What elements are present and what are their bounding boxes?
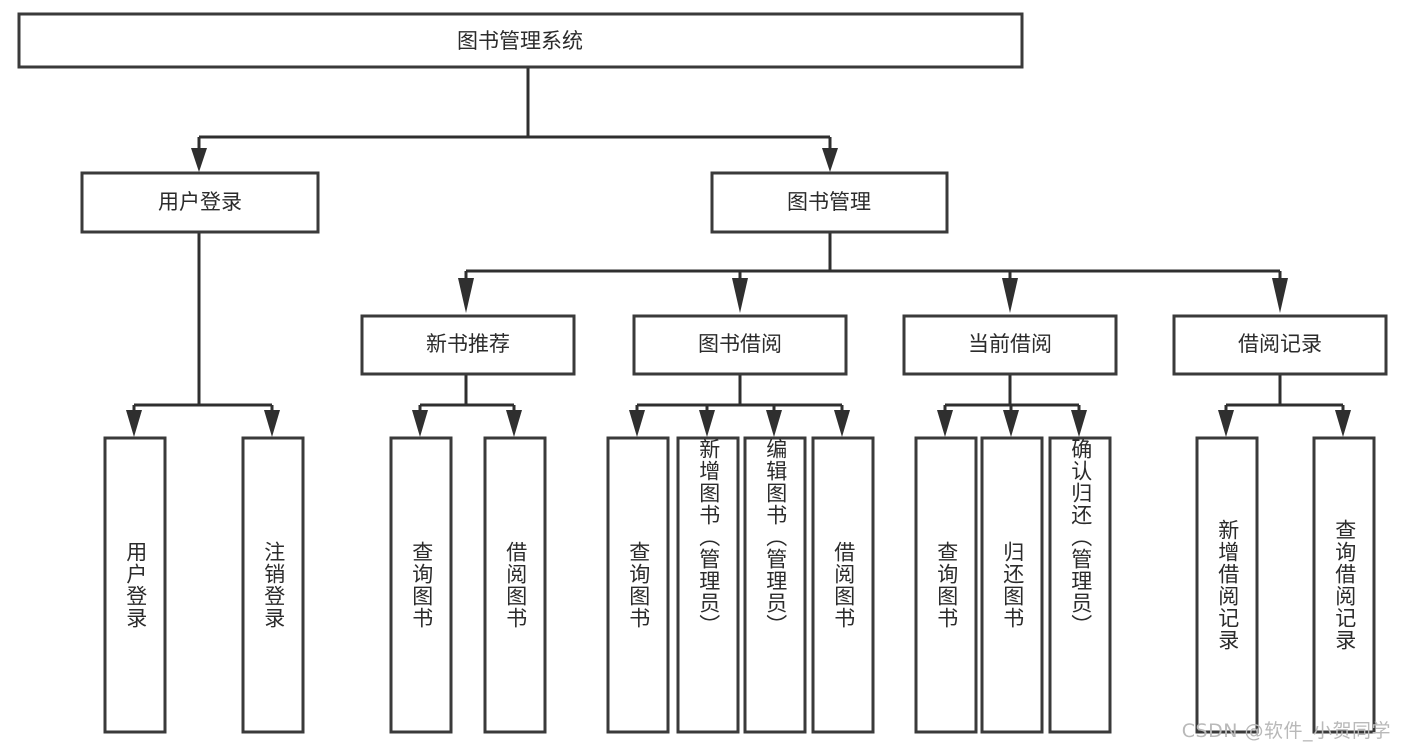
- arrow-head-leaf-borrow-book-a: [506, 410, 522, 437]
- node-borrow-record-label: 借阅记录: [1238, 332, 1322, 356]
- node-new-book-recommend-label: 新书推荐: [426, 332, 510, 356]
- leaf-box-query-book-borrow[interactable]: [606, 436, 670, 734]
- leaf-box-return-book[interactable]: [980, 436, 1044, 734]
- leaf-box-query-book-current[interactable]: [914, 436, 978, 734]
- arrow-head-leaf-query-book-a: [412, 410, 428, 437]
- arrow-head-book-borrow: [732, 278, 748, 313]
- leaf-box-query-borrow-record[interactable]: [1312, 436, 1376, 734]
- node-user-login[interactable]: 用户登录: [80, 171, 320, 234]
- leaf-box-borrow-book[interactable]: [811, 436, 875, 734]
- node-book-borrow-box[interactable]: [632, 314, 848, 376]
- arrow-head-leaf-query-book-c: [937, 410, 953, 437]
- arrow-head-leaf-add-record: [1218, 410, 1234, 437]
- leaf-box-query-book-rec[interactable]: [389, 436, 453, 734]
- node-user-login-box[interactable]: [80, 171, 320, 234]
- arrow-head-leaf-add-book: [699, 410, 715, 437]
- arrow-head-leaf-return-book: [1003, 410, 1019, 437]
- leaf-box-group: [103, 436, 1376, 734]
- leaf-box-user-login[interactable]: [103, 436, 167, 734]
- leaf-box-add-borrow-record[interactable]: [1195, 436, 1259, 734]
- arrow-head-leaf-query-book-b: [629, 410, 645, 437]
- node-new-book-recommend[interactable]: 新书推荐: [360, 314, 576, 376]
- arrow-head-current-borrow: [1002, 278, 1018, 313]
- arrow-head-leaf-borrow-book-b: [834, 410, 850, 437]
- node-root-system[interactable]: 图书管理系统: [17, 12, 1024, 69]
- connector-group-current-borrow: [937, 375, 1087, 437]
- node-root-system-label: 图书管理系统: [457, 29, 583, 53]
- node-root-system-box[interactable]: [17, 12, 1024, 69]
- connector-group-book-borrow: [629, 375, 850, 437]
- node-book-borrow-label: 图书借阅: [698, 332, 782, 356]
- leaf-box-edit-book[interactable]: [743, 436, 807, 734]
- arrow-head-new-book-rec: [458, 278, 474, 313]
- arrow-head-user-login: [191, 148, 207, 172]
- leaf-box-logout[interactable]: [241, 436, 305, 734]
- arrow-head-leaf-confirm-return: [1071, 410, 1087, 437]
- arrow-head-leaf-user-login: [126, 410, 142, 437]
- arrow-head-borrow-record: [1272, 278, 1288, 313]
- node-user-login-label: 用户登录: [158, 190, 242, 214]
- connector-group-borrow-record: [1218, 375, 1351, 437]
- node-current-borrow-box[interactable]: [902, 314, 1118, 376]
- arrow-head-leaf-logout: [264, 410, 280, 437]
- node-book-admin-box[interactable]: [710, 171, 949, 234]
- arrow-head-leaf-edit-book: [766, 410, 782, 437]
- node-book-borrow[interactable]: 图书借阅: [632, 314, 848, 376]
- connector-group-user-login: [126, 232, 280, 437]
- node-borrow-record-box[interactable]: [1172, 314, 1388, 376]
- node-current-borrow[interactable]: 当前借阅: [902, 314, 1118, 376]
- node-book-admin[interactable]: 图书管理: [710, 171, 949, 234]
- leaf-box-confirm-return[interactable]: [1048, 436, 1112, 734]
- leaf-box-borrow-book-rec[interactable]: [483, 436, 547, 734]
- connector-group-book-admin: [458, 232, 1288, 313]
- node-new-book-recommend-box[interactable]: [360, 314, 576, 376]
- arrow-head-book-admin: [822, 148, 838, 172]
- node-borrow-record[interactable]: 借阅记录: [1172, 314, 1388, 376]
- node-current-borrow-label: 当前借阅: [968, 332, 1052, 356]
- arrow-head-leaf-query-record: [1335, 410, 1351, 437]
- connector-group-new-book-rec: [412, 375, 522, 437]
- leaf-box-add-book[interactable]: [676, 436, 740, 734]
- connector-group-root: [191, 67, 838, 172]
- node-book-admin-label: 图书管理: [787, 190, 871, 214]
